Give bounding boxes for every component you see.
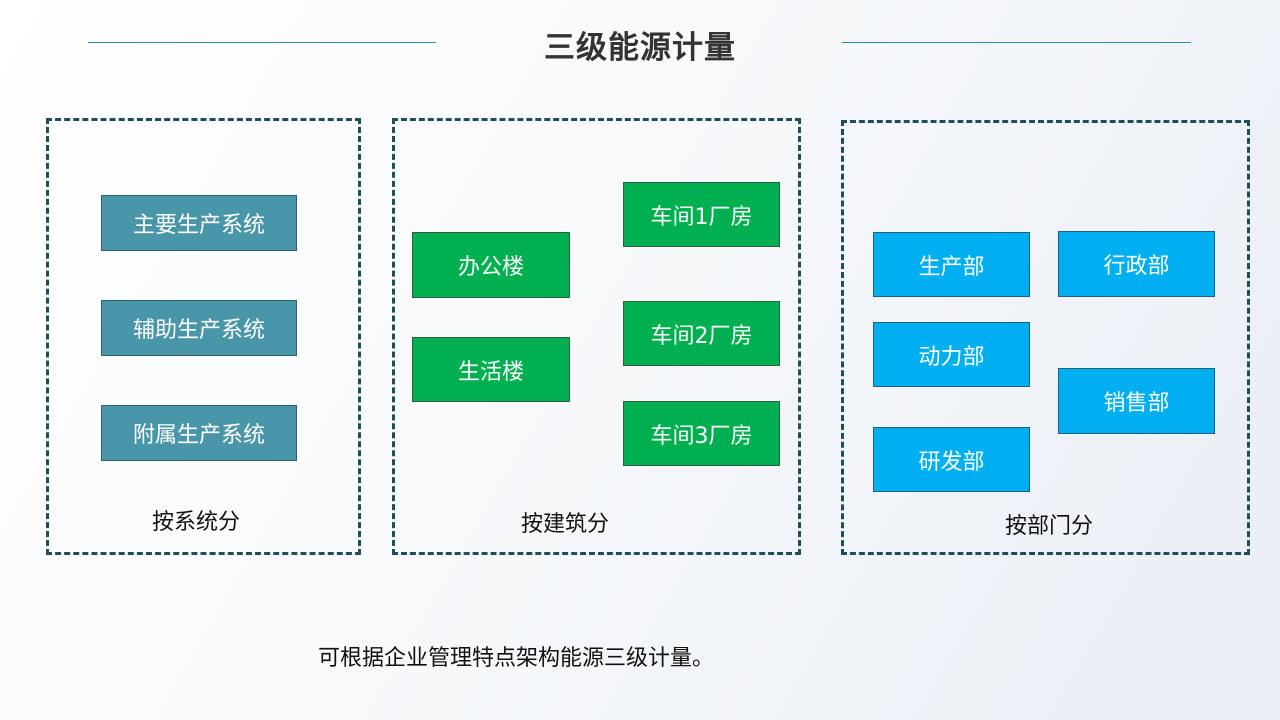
title-divider-left [88, 42, 436, 43]
node-workshop-1: 车间1厂房 [623, 182, 780, 247]
node-auxiliary-production-system: 辅助生产系统 [101, 300, 297, 356]
node-office-building: 办公楼 [412, 232, 570, 298]
group-by-building [392, 118, 801, 555]
page-title: 三级能源计量 [544, 30, 736, 66]
group-label-by-building: 按建筑分 [521, 512, 610, 537]
node-affiliated-production-system: 附属生产系统 [101, 405, 297, 461]
group-label-by-department: 按部门分 [1005, 514, 1094, 539]
node-workshop-2: 车间2厂房 [623, 301, 780, 366]
node-living-building: 生活楼 [412, 337, 570, 402]
node-admin-dept: 行政部 [1058, 231, 1215, 297]
node-power-dept: 动力部 [873, 322, 1030, 387]
footer-note: 可根据企业管理特点架构能源三级计量。 [318, 646, 715, 671]
group-by-department [841, 120, 1250, 555]
node-workshop-3: 车间3厂房 [623, 401, 780, 466]
title-divider-right [842, 42, 1191, 43]
node-main-production-system: 主要生产系统 [101, 195, 297, 251]
group-label-by-system: 按系统分 [152, 510, 241, 535]
node-rnd-dept: 研发部 [873, 427, 1030, 492]
node-production-dept: 生产部 [873, 232, 1030, 297]
node-sales-dept: 销售部 [1058, 368, 1215, 434]
group-by-system [46, 118, 361, 555]
